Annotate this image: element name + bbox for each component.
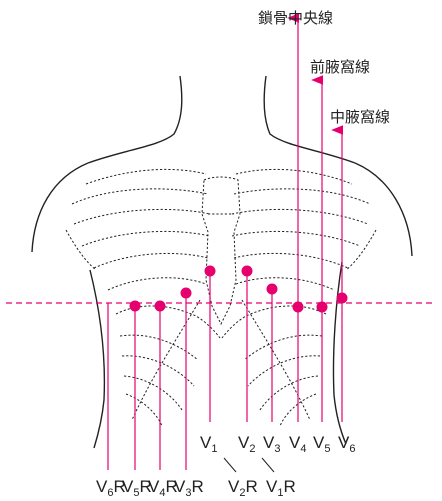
anterior-axillary-label: 前腋窩線 xyxy=(310,58,370,76)
label-v3r: V3R xyxy=(174,477,204,499)
neck-left xyxy=(88,76,182,163)
rib-cage xyxy=(66,169,376,426)
label-v4: V4 xyxy=(289,433,306,455)
lead-lines xyxy=(108,271,342,470)
label-v3: V3 xyxy=(263,433,280,455)
electrode-v3 xyxy=(267,284,278,295)
label-v1r: V1R xyxy=(266,477,296,499)
shoulder-right xyxy=(355,163,412,256)
label-v1: V1 xyxy=(200,433,217,455)
connector-v1-v2r xyxy=(224,458,236,472)
electrode-v4 xyxy=(293,302,304,313)
shoulder-left xyxy=(32,163,88,252)
side-right xyxy=(333,262,346,444)
label-v6: V6 xyxy=(338,433,355,455)
electrode-v2 xyxy=(242,266,253,277)
label-v2r: V2R xyxy=(228,477,258,499)
electrodes xyxy=(130,266,348,313)
midclavicular-label: 鎖骨中央線 xyxy=(258,9,333,27)
electrode-v3r xyxy=(181,288,192,299)
side-left xyxy=(90,270,104,448)
connector-v2-v1r xyxy=(262,458,274,472)
torso-outline xyxy=(32,76,412,448)
mid-axillary-label: 中腋窩線 xyxy=(330,108,390,126)
electrode-v6 xyxy=(337,293,348,304)
label-v2: V2 xyxy=(238,433,255,455)
label-v5: V5 xyxy=(313,433,330,455)
electrode-v5 xyxy=(317,302,328,313)
electrode-v5r xyxy=(130,301,141,312)
electrode-v1 xyxy=(205,266,216,277)
electrode-v4r xyxy=(155,301,166,312)
